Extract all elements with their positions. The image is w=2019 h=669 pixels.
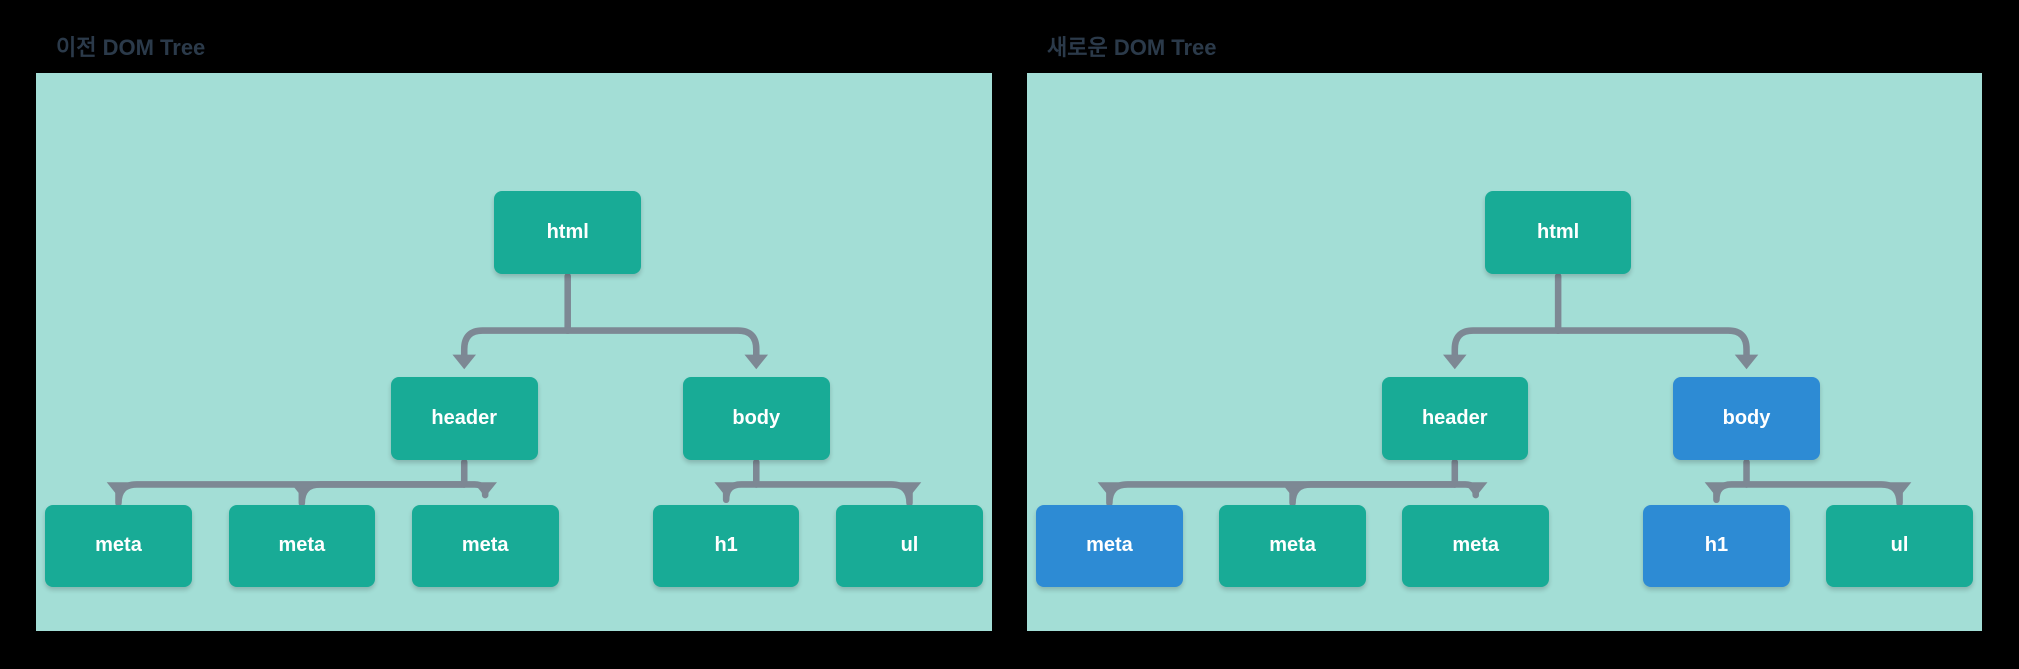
panel-body-after: html header body meta meta meta h1 ul [1027, 73, 1982, 631]
dom-node-label: meta [1086, 534, 1133, 557]
connector-html-to-header [452, 327, 571, 370]
dom-node-label: h1 [1704, 534, 1729, 557]
connector-layer [106, 272, 922, 507]
connector-header-to-meta1 [106, 481, 468, 507]
connector-body-to-ul [1743, 481, 1912, 507]
dom-node-meta3[interactable]: meta [411, 504, 559, 588]
panel-body-before: html header body meta meta meta h1 ul [36, 73, 992, 631]
dom-node-label: meta [1452, 534, 1500, 557]
dom-node-label: body [1722, 406, 1771, 429]
arrowhead-icon [1704, 482, 1729, 497]
dom-node-body[interactable]: body [682, 377, 830, 460]
connector-html-to-body [1554, 327, 1759, 370]
dom-node-label: header [1421, 406, 1488, 429]
arrowhead-icon [452, 354, 477, 370]
connector-body-to-h1 [714, 481, 760, 504]
arrowhead-icon [1097, 482, 1122, 497]
dom-node-h1[interactable]: h1 [1643, 504, 1790, 588]
connector-header-to-meta2 [1280, 481, 1459, 507]
arrowhead-icon [1887, 482, 1912, 497]
dom-node-meta2[interactable]: meta [228, 504, 376, 588]
connector-body-to-h1 [1704, 481, 1750, 504]
arrowhead-icon [290, 482, 314, 497]
arrowhead-icon [1734, 354, 1759, 370]
connector-body-to-ul [753, 481, 922, 507]
dom-node-meta1[interactable]: meta [45, 504, 192, 588]
dom-node-label: html [546, 220, 589, 243]
dom-node-label: meta [1269, 534, 1316, 557]
arrowhead-icon [1443, 354, 1467, 370]
dom-node-html[interactable]: html [494, 191, 642, 274]
dom-node-header[interactable]: header [1381, 377, 1529, 460]
dom-node-label: ul [1890, 534, 1909, 557]
connector-html-to-body [564, 327, 769, 370]
dom-tree-before: html header body meta meta meta h1 ul [36, 73, 992, 631]
dom-node-meta2[interactable]: meta [1219, 504, 1366, 588]
arrowhead-icon [473, 482, 497, 497]
dom-node-label: header [431, 406, 498, 429]
panel-before-dom-tree: 이전 DOM Tree html header body meta meta meta h1… [36, 0, 992, 669]
connector-layer [1097, 272, 1912, 507]
dom-node-html[interactable]: html [1484, 191, 1632, 274]
dom-node-h1[interactable]: h1 [652, 504, 800, 588]
dom-node-label: html [1537, 220, 1580, 243]
connector-header-to-meta3 [1451, 481, 1488, 499]
connector-html-to-header [1443, 327, 1562, 370]
dom-tree-after: html header body meta meta meta h1 ul [1027, 73, 1982, 631]
connector-header-to-meta1 [1097, 481, 1459, 507]
dom-node-label: meta [95, 534, 142, 557]
dom-node-meta1[interactable]: meta [1036, 504, 1183, 588]
panel-title-after: 새로운 DOM Tree [1047, 35, 1217, 60]
connector-header-to-meta3 [460, 481, 497, 499]
dom-node-label: h1 [714, 534, 738, 557]
arrowhead-icon [106, 482, 131, 497]
arrowhead-icon [897, 482, 922, 497]
dom-node-label: ul [900, 534, 919, 557]
connector-header-to-meta2 [290, 481, 468, 507]
panel-title-before: 이전 DOM Tree [56, 35, 206, 60]
dom-node-ul[interactable]: ul [836, 504, 983, 588]
arrowhead-icon [714, 482, 738, 497]
dom-node-ul[interactable]: ul [1826, 504, 1973, 588]
dom-node-meta3[interactable]: meta [1402, 504, 1549, 588]
dom-node-label: meta [278, 534, 326, 557]
dom-node-label: meta [461, 534, 509, 557]
arrowhead-icon [1280, 482, 1305, 497]
dom-node-header[interactable]: header [390, 377, 538, 460]
arrowhead-icon [744, 354, 769, 370]
dom-node-body[interactable]: body [1673, 377, 1820, 460]
arrowhead-icon [1463, 482, 1488, 497]
dom-node-label: body [732, 406, 781, 429]
